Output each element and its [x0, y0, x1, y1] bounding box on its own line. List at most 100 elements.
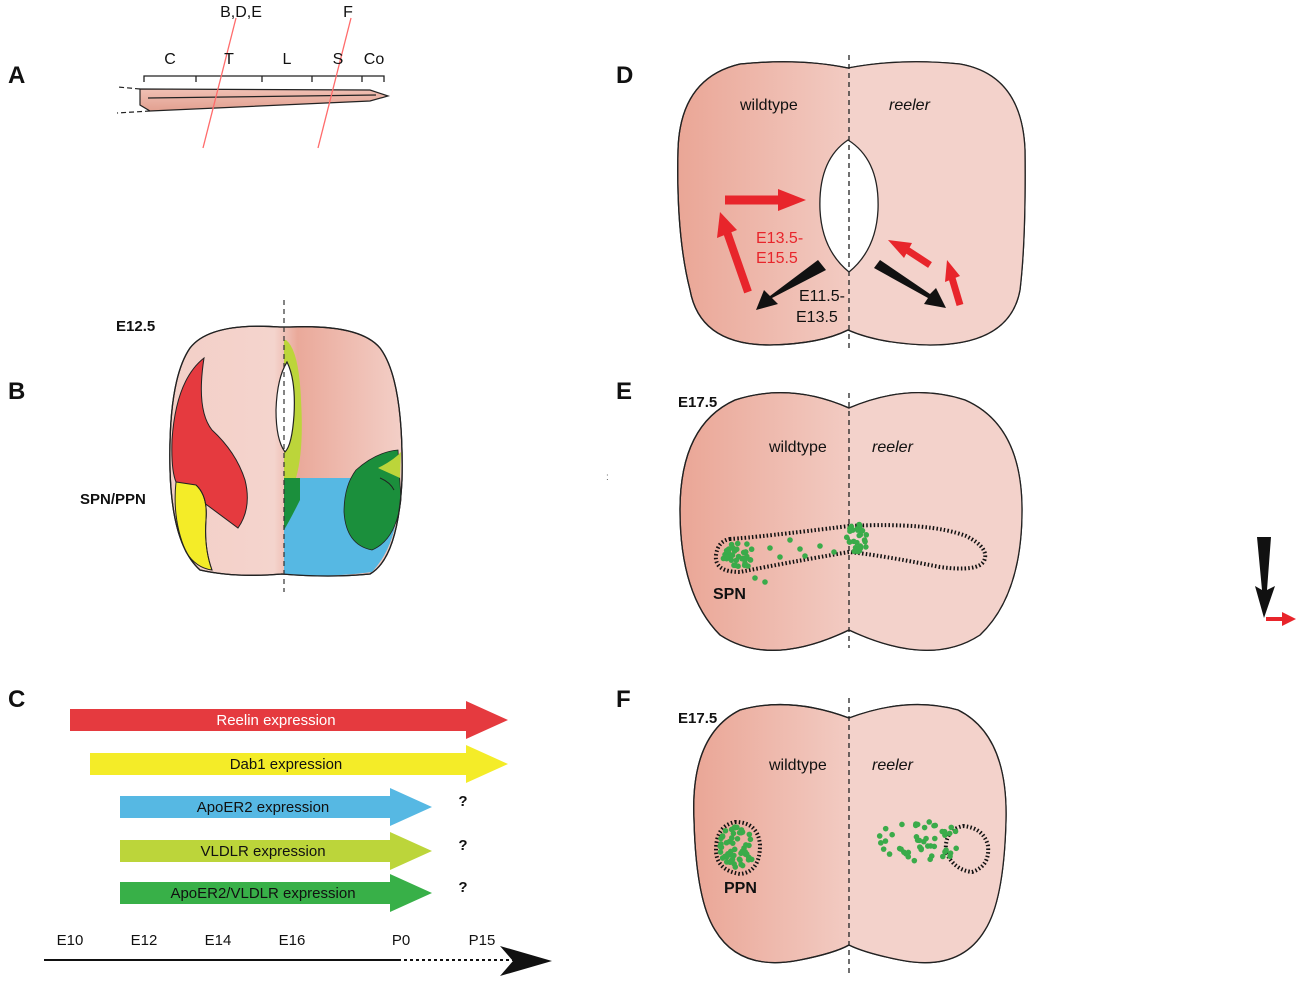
- neuron-dot: [843, 534, 850, 541]
- neuron-dot: [787, 537, 793, 543]
- neuron-dot: [882, 825, 889, 832]
- section-line-label: F: [343, 4, 353, 21]
- neuron-dot: [926, 819, 933, 825]
- neuron-dot: [923, 835, 929, 842]
- timeline-tick-label: E14: [205, 932, 232, 949]
- panel-label-f: F: [616, 686, 631, 713]
- neuron-dot: [911, 857, 918, 864]
- neuron-dot: [730, 830, 737, 837]
- neuron-dot: [856, 521, 863, 528]
- neuron-dot: [952, 828, 959, 835]
- neuron-dot: [743, 842, 749, 848]
- panel-label-b: B: [8, 378, 25, 405]
- neuron-dot: [739, 862, 746, 869]
- neuron-dot: [899, 821, 905, 828]
- neuron-dot: [859, 527, 866, 534]
- segment-label: S: [333, 51, 344, 68]
- neuron-dot: [862, 538, 868, 545]
- neuron-dot: [849, 527, 856, 533]
- segment-label: C: [164, 51, 176, 68]
- panel-b-section: [169, 300, 403, 592]
- neuron-dot: [722, 827, 729, 834]
- expression-bar-label: ApoER2/VLDLR expression: [170, 885, 355, 902]
- timeline-tick-label: P15: [469, 932, 496, 949]
- neuron-dot: [746, 831, 753, 838]
- neuron-dot: [856, 544, 863, 550]
- panel-label-a: A: [8, 62, 25, 89]
- neuron-dot: [734, 835, 741, 842]
- panel-e-reeler-label: reeler: [872, 439, 914, 456]
- svg-text::: :: [606, 472, 609, 483]
- neuron-dot: [744, 553, 750, 560]
- neuron-dot: [947, 850, 954, 856]
- expression-bar-label: ApoER2 expression: [197, 799, 330, 816]
- panel-a-spinal-cord: [116, 17, 391, 149]
- panel-label-e: E: [616, 378, 632, 405]
- panel-d-early-window-line2: E13.5: [796, 309, 838, 326]
- unknown-end-mark: ?: [458, 837, 467, 854]
- neuron-dot: [802, 553, 808, 559]
- timeline-tick-label: E12: [131, 932, 158, 949]
- neuron-dot: [850, 538, 857, 545]
- neuron-dot: [851, 548, 858, 555]
- neuron-dot: [946, 830, 953, 837]
- neuron-dot: [880, 846, 887, 852]
- panel-d-late-window-line2: E15.5: [756, 250, 798, 267]
- timeline-tick-label: P0: [392, 932, 410, 949]
- neuron-dot: [726, 546, 732, 552]
- neuron-dot: [767, 545, 773, 551]
- neuron-dot: [854, 527, 861, 533]
- neuron-dot: [733, 546, 740, 553]
- neuron-dot: [746, 855, 753, 861]
- neuron-dot: [738, 827, 745, 833]
- neuron-dot: [913, 821, 919, 827]
- neuron-dot: [744, 541, 750, 547]
- segment-label: L: [283, 51, 292, 68]
- neuron-dot: [717, 843, 724, 850]
- neuron-dot: [931, 835, 938, 842]
- stray-arrow-glyphs: :: [606, 472, 1296, 626]
- panel-f-nucleus-label: PPN: [724, 880, 757, 897]
- neuron-dot: [939, 853, 946, 860]
- panel-e-stage: E17.5: [678, 394, 717, 411]
- neuron-dot: [727, 859, 733, 866]
- expression-bar: [120, 832, 432, 870]
- neuron-dot: [876, 833, 883, 839]
- neuron-dot: [831, 549, 837, 555]
- neuron-dot: [924, 843, 931, 849]
- panel-d-late-window-line1: E13.5-: [756, 230, 803, 247]
- neuron-dot: [728, 835, 735, 841]
- neuron-dot: [725, 851, 731, 857]
- timeline-tick-label: E10: [57, 932, 84, 949]
- panel-d-reeler-label: reeler: [889, 97, 931, 114]
- panel-f-reeler-label: reeler: [872, 757, 914, 774]
- neuron-dot: [732, 824, 738, 830]
- ppn-neuron-dots: [717, 819, 959, 870]
- panel-label-c: C: [8, 686, 25, 713]
- segment-label: Co: [364, 51, 385, 68]
- unknown-end-mark: ?: [458, 879, 467, 896]
- neuron-dot: [939, 828, 946, 835]
- expression-bar: [120, 874, 432, 912]
- panel-f-wildtype-label: wildtype: [768, 757, 827, 774]
- panel-b-nucleus-label: SPN/PPN: [80, 491, 146, 508]
- expression-bar-label: Dab1 expression: [230, 756, 343, 773]
- neuron-dot: [747, 557, 754, 563]
- panel-b-stage: E12.5: [116, 318, 155, 335]
- panel-d-wildtype-label: wildtype: [739, 97, 798, 114]
- neuron-dot: [948, 824, 955, 831]
- neuron-dot: [942, 849, 948, 855]
- panel-label-d: D: [616, 62, 633, 89]
- neuron-dot: [742, 549, 749, 555]
- neuron-dot: [921, 824, 928, 831]
- neuron-dot: [728, 557, 735, 563]
- panel-e-nucleus-label: SPN: [713, 586, 746, 603]
- neuron-dot: [762, 579, 768, 585]
- neuron-dot: [886, 851, 893, 857]
- panel-d-early-window-line1: E11.5-: [799, 288, 845, 305]
- expression-bar: [120, 788, 432, 826]
- neuron-dot: [745, 563, 751, 569]
- neuron-dot: [877, 840, 884, 846]
- neuron-dot: [737, 857, 743, 863]
